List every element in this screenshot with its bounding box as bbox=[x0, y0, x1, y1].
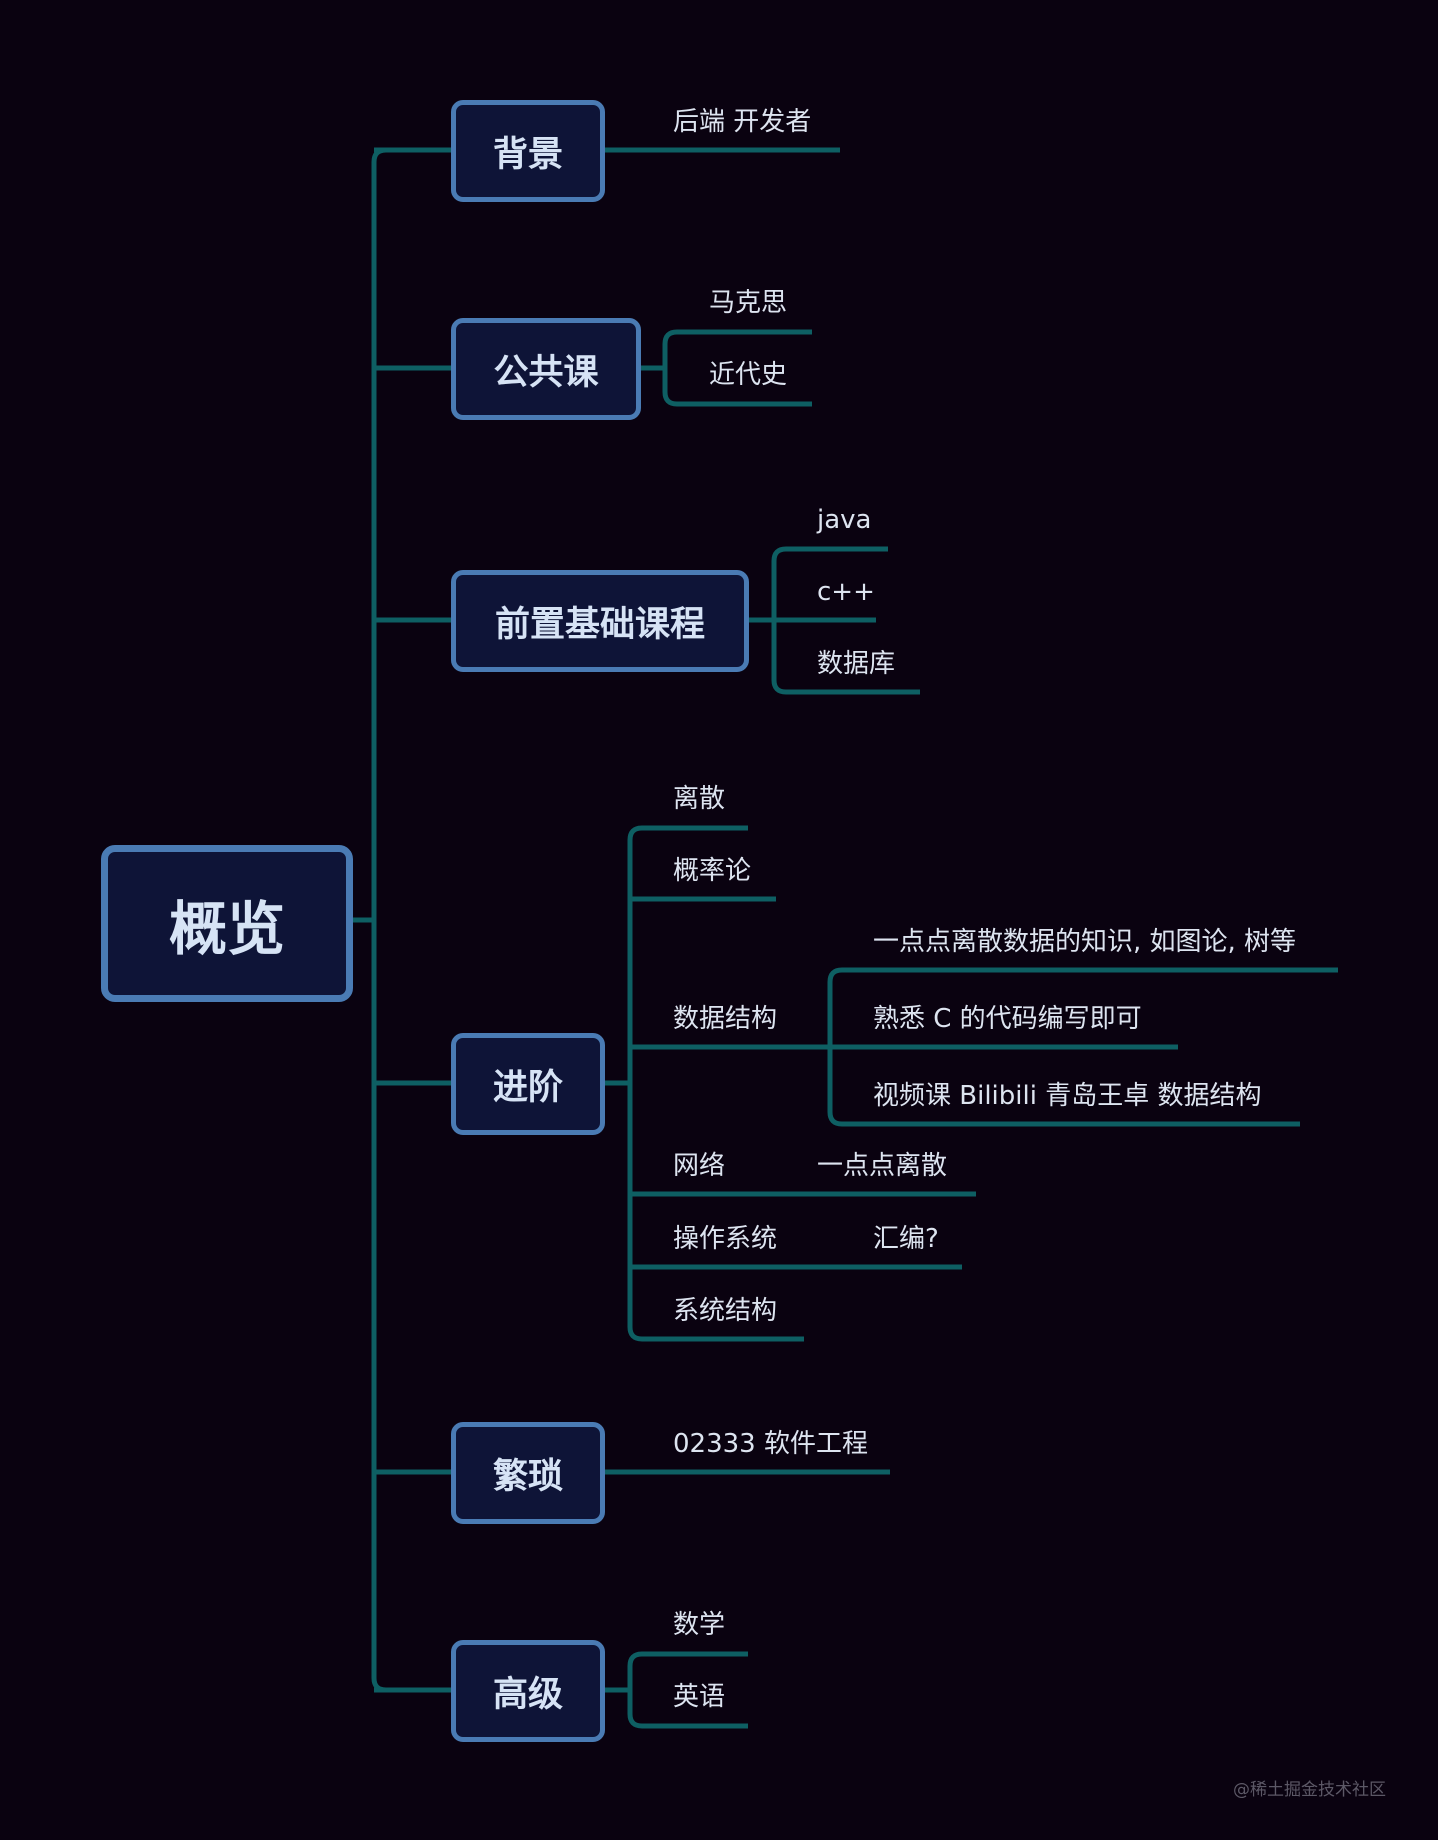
leaf-modern-history[interactable]: 近代史 bbox=[709, 360, 788, 390]
leaf-backend-developer[interactable]: 后端 开发者 bbox=[673, 107, 812, 137]
leaf-network[interactable]: 网络 bbox=[673, 1151, 726, 1181]
branch-background[interactable]: 背景 bbox=[451, 100, 605, 202]
connector-advanced-bracket bbox=[627, 825, 804, 1342]
root-node[interactable]: 概览 bbox=[101, 845, 353, 1002]
branch-advanced[interactable]: 进阶 bbox=[451, 1033, 605, 1135]
leaf-ds-c-coding[interactable]: 熟悉 C 的代码编写即可 bbox=[873, 1004, 1142, 1034]
branch-background-label: 背景 bbox=[492, 134, 563, 175]
leaf-math[interactable]: 数学 bbox=[673, 1610, 726, 1640]
leaf-discrete[interactable]: 离散 bbox=[673, 784, 726, 814]
leaf-network-discrete[interactable]: 一点点离散 bbox=[817, 1151, 948, 1181]
root-label: 概览 bbox=[168, 894, 285, 963]
branch-public-courses-label: 公共课 bbox=[493, 352, 599, 393]
leaf-architecture[interactable]: 系统结构 bbox=[673, 1296, 778, 1326]
leaf-software-engineering[interactable]: 02333 软件工程 bbox=[673, 1429, 868, 1459]
watermark: @稀土掘金技术社区 bbox=[1233, 1780, 1386, 1800]
leaf-cpp[interactable]: c++ bbox=[817, 577, 875, 607]
leaf-probability[interactable]: 概率论 bbox=[673, 856, 752, 886]
leaf-java[interactable]: java bbox=[817, 505, 872, 535]
leaf-marx[interactable]: 马克思 bbox=[709, 288, 788, 318]
leaf-data-structures[interactable]: 数据结构 bbox=[673, 1004, 778, 1034]
branch-misc[interactable]: 繁琐 bbox=[451, 1422, 605, 1524]
branch-advanced-label: 进阶 bbox=[492, 1067, 563, 1108]
branch-senior-label: 高级 bbox=[492, 1674, 563, 1715]
branch-prereq[interactable]: 前置基础课程 bbox=[451, 570, 749, 672]
connector-senior-bracket bbox=[627, 1651, 748, 1729]
leaf-database[interactable]: 数据库 bbox=[817, 649, 896, 679]
leaf-ds-discrete-knowledge[interactable]: 一点点离散数据的知识, 如图论, 树等 bbox=[873, 927, 1297, 957]
leaf-os[interactable]: 操作系统 bbox=[673, 1224, 778, 1254]
branch-misc-label: 繁琐 bbox=[492, 1456, 563, 1497]
leaf-english[interactable]: 英语 bbox=[673, 1682, 726, 1712]
connector-public-bracket bbox=[662, 329, 812, 407]
leaf-ds-video-course[interactable]: 视频课 Bilibili 青岛王卓 数据结构 bbox=[873, 1081, 1262, 1111]
branch-senior[interactable]: 高级 bbox=[451, 1640, 605, 1742]
branch-prereq-label: 前置基础课程 bbox=[494, 604, 705, 645]
branch-public-courses[interactable]: 公共课 bbox=[451, 318, 641, 420]
main-spine bbox=[371, 147, 387, 1693]
leaf-os-assembly[interactable]: 汇编? bbox=[873, 1224, 939, 1254]
